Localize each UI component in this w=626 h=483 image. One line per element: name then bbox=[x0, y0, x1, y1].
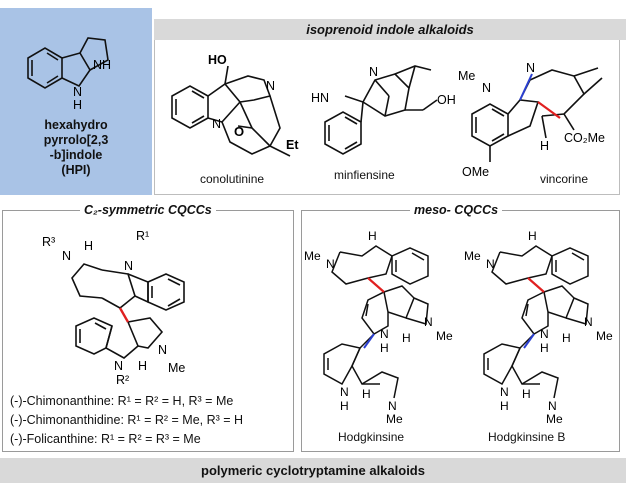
polymeric-band: polymeric cyclotryptamine alkaloids bbox=[0, 458, 626, 483]
hodgkinsine-nh-bot-label: N bbox=[340, 385, 349, 399]
c2-n-b-label: N bbox=[124, 259, 133, 273]
minfiensine-structure: HN N OH bbox=[311, 65, 456, 155]
hodgkinsine-b-h-top-label: H bbox=[528, 229, 537, 243]
hpi-structure: NH N H bbox=[27, 37, 111, 112]
hodgkinsine-nh-mid-label: N bbox=[380, 327, 389, 341]
minfiensine-oh-label: OH bbox=[437, 93, 456, 107]
hodgkinsine-b-structure: Me N H N Me H N H N H H N Me bbox=[464, 229, 613, 426]
hodgkinsine-b-nh-mid-label: N bbox=[540, 327, 549, 341]
hodgkinsine-b-me-mid-label: Me bbox=[596, 329, 613, 343]
conolutinine-structure: HO O N N Et bbox=[171, 53, 299, 157]
hodgkinsine-h-mid-label: H bbox=[402, 331, 411, 345]
conolutinine-n2-label: N bbox=[266, 79, 275, 93]
hodgkinsine-label: Hodgkinsine bbox=[338, 430, 405, 444]
conolutinine-label: conolutinine bbox=[200, 172, 265, 186]
c2-n-c-label: N bbox=[114, 359, 123, 373]
hodgkinsine-me-top-label: Me bbox=[304, 249, 321, 263]
isoprenoid-header: isoprenoid indole alkaloids bbox=[154, 19, 626, 40]
hodgkinsine-b-h-bot-label: H bbox=[500, 399, 509, 413]
conolutinine-n1-label: N bbox=[212, 117, 221, 131]
hpi-panel bbox=[0, 8, 152, 195]
hpi-n-label: N bbox=[73, 85, 82, 99]
hpi-name-line-2: pyrrolo[2,3 bbox=[43, 133, 109, 147]
hpi-name-line-4: (HPI) bbox=[61, 163, 91, 177]
vincorine-structure: Me N N H CO₂Me OMe bbox=[458, 61, 605, 179]
vincorine-h-label: H bbox=[540, 139, 549, 153]
vincorine-n1-label: N bbox=[482, 81, 491, 95]
c2-n-d-label: N bbox=[158, 343, 167, 357]
hodgkinsine-b-me-top-label: Me bbox=[464, 249, 481, 263]
conolutinine-o-label: O bbox=[234, 124, 244, 139]
conolutinine-ho-label: HO bbox=[208, 53, 227, 67]
hodgkinsine-b-me-bot-label: Me bbox=[546, 412, 563, 426]
hodgkinsine-b-n-top-label: N bbox=[486, 257, 495, 271]
vincorine-ome-label: OMe bbox=[462, 165, 489, 179]
minfiensine-label: minfiensine bbox=[334, 168, 395, 182]
c2-symmetric-title: C₂-symmetric CQCCs bbox=[80, 203, 216, 217]
hpi-nh-label: NH bbox=[93, 58, 111, 72]
c2-r2-label: R² bbox=[116, 373, 129, 386]
hodgkinsine-b-n-bot-label: N bbox=[548, 399, 557, 413]
hodgkinsine-b-label: Hodgkinsine B bbox=[488, 430, 566, 444]
hodgkinsine-me-mid-label: Me bbox=[436, 329, 453, 343]
c2-h-c-label: H bbox=[138, 359, 147, 373]
c2-r1-label: R¹ bbox=[136, 229, 149, 243]
minfiensine-hn-label: HN bbox=[311, 91, 329, 105]
c2-r3-label: R³ bbox=[42, 235, 55, 249]
vincorine-co2me-label: CO₂Me bbox=[564, 131, 605, 145]
hodgkinsine-me-bot-label: Me bbox=[386, 412, 403, 426]
hodgkinsine-h-bot2-label: H bbox=[362, 387, 371, 401]
chimonanthine-line: (-)-Chimonanthine: R¹ = R² = H, R³ = Me bbox=[10, 394, 234, 408]
conolutinine-et-label: Et bbox=[286, 138, 299, 152]
vincorine-label: vincorine bbox=[540, 172, 589, 186]
hodgkinsine-n-top-label: N bbox=[326, 257, 335, 271]
hodgkinsine-b-h-mid-label: H bbox=[562, 331, 571, 345]
hodgkinsine-b-n-mid-label: N bbox=[584, 315, 593, 329]
vincorine-n2-label: N bbox=[526, 61, 535, 75]
hodgkinsine-b-h-bot2-label: H bbox=[522, 387, 531, 401]
hpi-name-line-1: hexahydro bbox=[44, 118, 108, 132]
c2-h-a-label: H bbox=[84, 239, 93, 253]
c2-me-label: Me bbox=[168, 361, 185, 375]
vincorine-me1-label: Me bbox=[458, 69, 475, 83]
hpi-name-line-3: -b]indole bbox=[49, 148, 103, 162]
hodgkinsine-h-bot-label: H bbox=[340, 399, 349, 413]
hodgkinsine-b-nh-bot-label: N bbox=[500, 385, 509, 399]
hodgkinsine-h-top-label: H bbox=[368, 229, 377, 243]
hodgkinsine-structure: Me N H N Me H N H N H H N Me bbox=[304, 229, 453, 426]
hpi-h-label: H bbox=[73, 98, 82, 112]
hodgkinsine-n-mid-label: N bbox=[424, 315, 433, 329]
c2-symmetric-structure: R³ N H R¹ N N H R² N Me bbox=[42, 229, 185, 386]
folicanthine-line: (-)-Folicanthine: R¹ = R² = R³ = Me bbox=[10, 432, 201, 446]
c2-n-a-label: N bbox=[62, 249, 71, 263]
hodgkinsine-b-h-mid2-label: H bbox=[540, 341, 549, 355]
hodgkinsine-n-bot-label: N bbox=[388, 399, 397, 413]
hodgkinsine-h-mid2-label: H bbox=[380, 341, 389, 355]
meso-title: meso- CQCCs bbox=[410, 203, 503, 217]
chimonanthidine-line: (-)-Chimonanthidine: R¹ = R² = Me, R³ = … bbox=[10, 413, 244, 427]
minfiensine-n-label: N bbox=[369, 65, 378, 79]
isoprenoid-panel bbox=[154, 40, 620, 195]
